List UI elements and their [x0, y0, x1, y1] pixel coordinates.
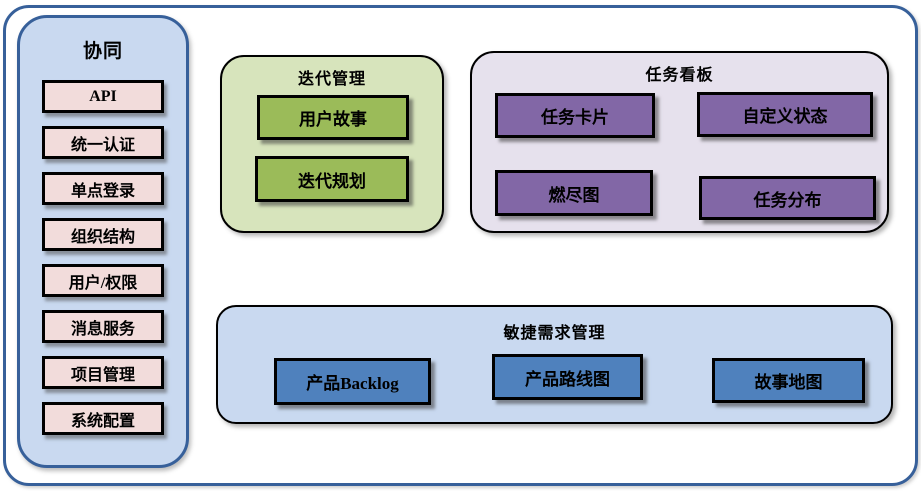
- agile-requirements-title: 敏捷需求管理: [503, 325, 606, 342]
- sidebar-item-message-service: 消息服务: [42, 310, 164, 343]
- task-kanban-title: 任务看板: [645, 67, 714, 84]
- feature-story-map: 故事地图: [712, 358, 865, 403]
- collaboration-item-list: API 统一认证 单点登录 组织结构 用户/权限 消息服务 项目管理 系统配置: [42, 80, 164, 435]
- sidebar-item-system-config: 系统配置: [42, 402, 164, 435]
- agile-requirements-group: 敏捷需求管理 产品Backlog 产品路线图 故事地图: [216, 305, 893, 424]
- sidebar-item-user-permissions: 用户/权限: [42, 264, 164, 297]
- diagram-canvas: 协同 API 统一认证 单点登录 组织结构 用户/权限 消息服务 项目管理 系统…: [3, 5, 918, 486]
- feature-burndown-chart: 燃尽图: [495, 170, 653, 216]
- sidebar-item-unified-auth: 统一认证: [42, 126, 164, 159]
- sidebar-item-sso: 单点登录: [42, 172, 164, 205]
- feature-task-cards: 任务卡片: [495, 93, 655, 138]
- feature-iteration-planning: 迭代规划: [255, 156, 409, 202]
- iteration-management-group: 迭代管理 用户故事 迭代规划: [220, 55, 444, 233]
- feature-user-stories: 用户故事: [257, 95, 409, 140]
- feature-product-roadmap: 产品路线图: [492, 354, 643, 400]
- sidebar-item-project-management: 项目管理: [42, 356, 164, 389]
- task-kanban-group: 任务看板 任务卡片 自定义状态 燃尽图 任务分布: [470, 51, 889, 233]
- sidebar-item-org-structure: 组织结构: [42, 218, 164, 251]
- collaboration-title: 协同: [82, 41, 123, 62]
- feature-custom-status: 自定义状态: [697, 92, 873, 137]
- feature-product-backlog: 产品Backlog: [274, 358, 431, 405]
- collaboration-panel: 协同 API 统一认证 单点登录 组织结构 用户/权限 消息服务 项目管理 系统…: [17, 15, 189, 468]
- sidebar-item-api: API: [42, 80, 164, 113]
- feature-task-distribution: 任务分布: [699, 176, 876, 220]
- iteration-management-title: 迭代管理: [297, 71, 366, 88]
